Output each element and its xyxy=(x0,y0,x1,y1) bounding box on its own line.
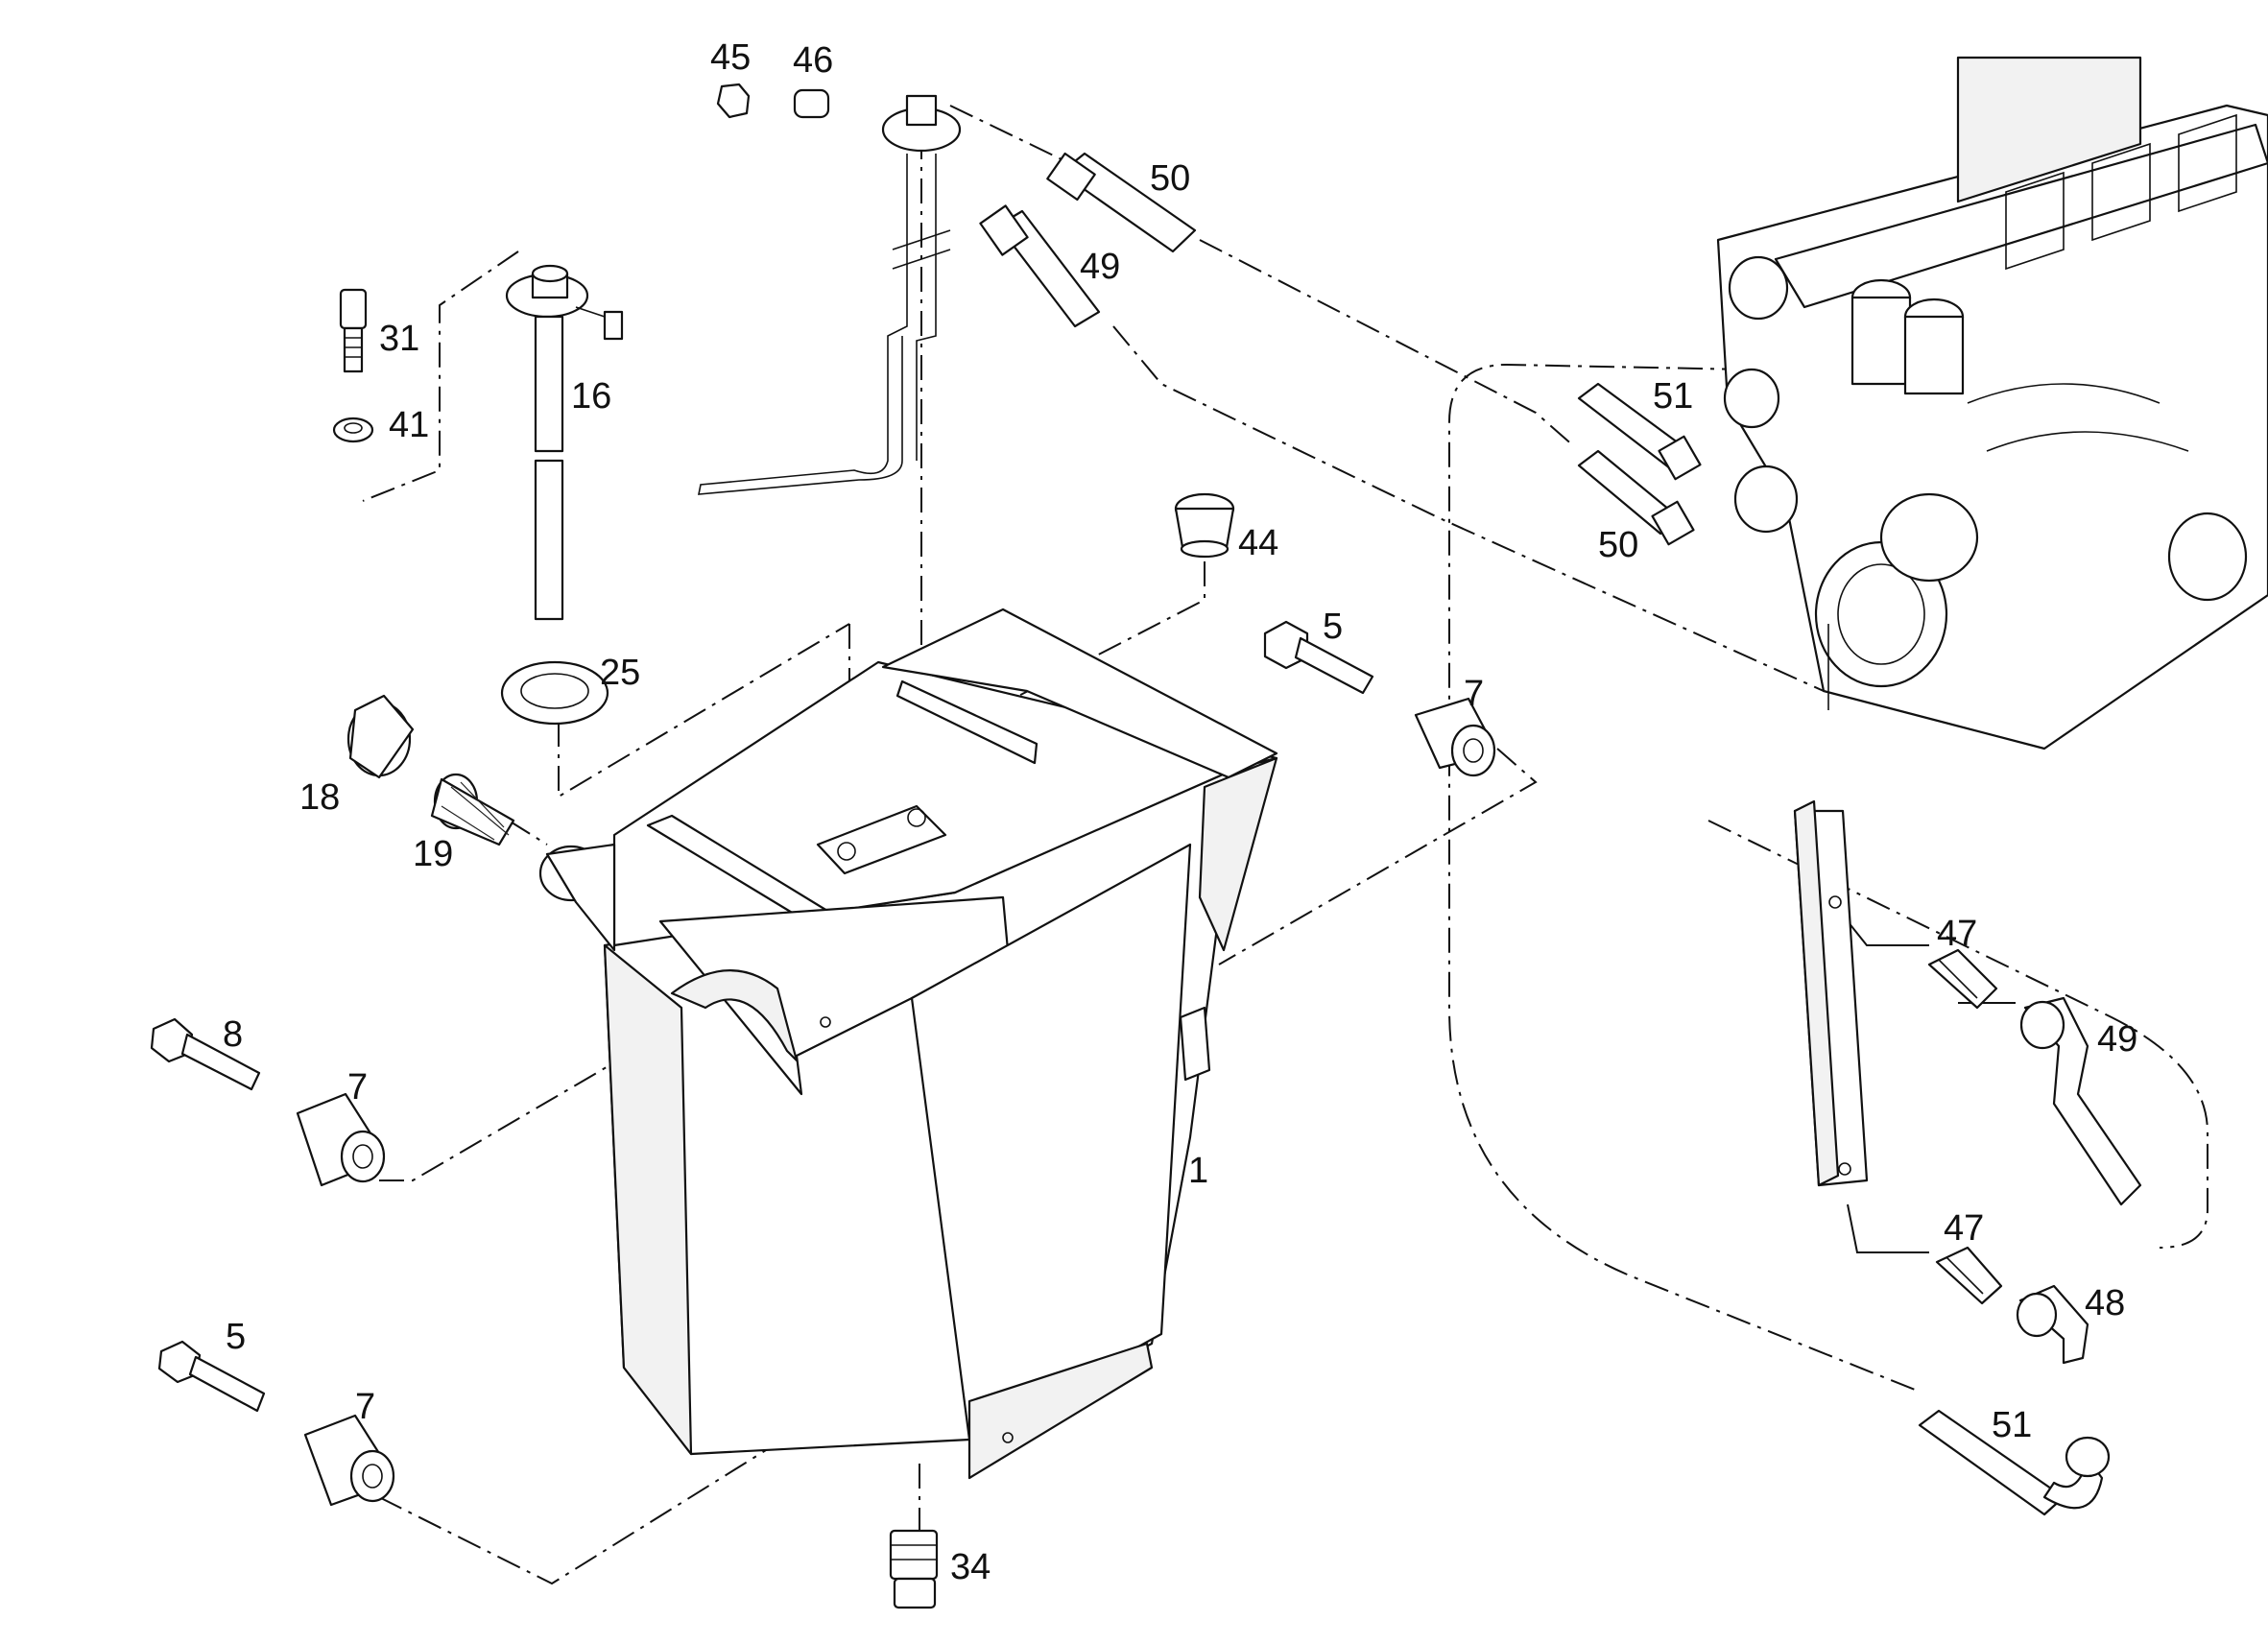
callout-5: 5 xyxy=(226,1317,246,1357)
callout-47: 47 xyxy=(1944,1208,1984,1249)
washer-41 xyxy=(332,417,374,443)
callout-8: 8 xyxy=(223,1014,243,1055)
fuel-tank xyxy=(538,608,1278,1480)
callout-46: 46 xyxy=(793,40,833,81)
callout-18: 18 xyxy=(299,777,340,818)
callout-7: 7 xyxy=(347,1067,368,1108)
callout-5: 5 xyxy=(1323,607,1343,647)
callout-47: 47 xyxy=(1937,914,1977,954)
fuel-level-sender xyxy=(505,264,624,621)
callout-44: 44 xyxy=(1238,523,1278,563)
callout-51: 51 xyxy=(1653,376,1693,417)
callout-1: 1 xyxy=(1188,1151,1208,1191)
callout-25: 25 xyxy=(600,653,640,693)
callout-16: 16 xyxy=(571,376,611,417)
callout-45: 45 xyxy=(710,37,751,78)
hose-51-engine xyxy=(1577,382,1702,481)
fitting-47-lower xyxy=(1935,1246,2003,1305)
screw-31 xyxy=(339,288,368,373)
callout-50: 50 xyxy=(1598,525,1638,565)
callout-49: 49 xyxy=(2097,1019,2137,1060)
hose-51-lower xyxy=(1918,1409,2111,1516)
callout-41: 41 xyxy=(389,405,429,445)
callout-50: 50 xyxy=(1150,158,1190,199)
callout-31: 31 xyxy=(379,319,419,359)
callout-labels: 45 46 50 49 31 16 41 51 50 44 5 25 7 18 … xyxy=(223,37,2137,1587)
bolt-8 xyxy=(150,1017,261,1091)
callout-49: 49 xyxy=(1080,247,1120,287)
elbow-48 xyxy=(2016,1284,2089,1365)
hose-50-upper xyxy=(1046,152,1197,253)
callout-7: 7 xyxy=(1464,674,1484,714)
gasket-25 xyxy=(500,660,609,726)
drain-plug-34 xyxy=(889,1529,939,1609)
callout-48: 48 xyxy=(2085,1283,2125,1323)
callout-7: 7 xyxy=(355,1387,375,1427)
fuel-cooler xyxy=(1793,799,1869,1187)
callout-51: 51 xyxy=(1992,1405,2032,1445)
spacer-7-lower xyxy=(303,1414,395,1507)
hose-49-lower xyxy=(2019,996,2142,1206)
pickup-assembly xyxy=(698,94,962,495)
hose-50-engine xyxy=(1577,449,1695,546)
nut-45 xyxy=(716,83,751,119)
cap-46 xyxy=(793,88,830,119)
plug-44 xyxy=(1174,492,1235,559)
fitting-47-upper xyxy=(1927,948,1998,1010)
bolt-5-upper xyxy=(1263,620,1374,695)
engine-block xyxy=(1716,56,2268,751)
cap-18 xyxy=(346,694,415,779)
spacer-7-left xyxy=(296,1092,386,1187)
strainer-19 xyxy=(430,773,515,846)
spacer-7-upper xyxy=(1414,697,1496,777)
hose-49-upper xyxy=(979,204,1101,328)
callout-34: 34 xyxy=(950,1547,991,1587)
bolt-5-lower xyxy=(157,1340,266,1413)
callout-19: 19 xyxy=(413,834,453,874)
